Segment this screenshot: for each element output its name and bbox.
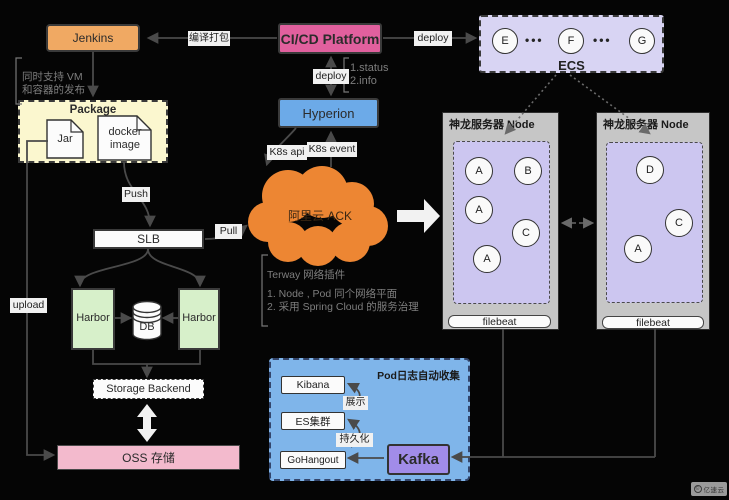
node-box-right: 神龙服务器 Node D C A filebeat — [596, 112, 710, 330]
ecs-box: E ••• F ••• G ECS — [479, 15, 664, 73]
oss-box: OSS 存储 — [57, 445, 240, 470]
hyperion-label: Hyperion — [302, 105, 355, 121]
jar-doc-label: Jar — [57, 133, 73, 145]
slb-label: SLB — [137, 232, 160, 246]
edge-label-persist: 持久化 — [336, 433, 373, 447]
pod-area: A B A C A — [453, 141, 550, 304]
pod-circle: A — [473, 245, 501, 273]
docker-doc-label: docker image — [108, 126, 142, 151]
log-collector-title: Pod日志自动收集 — [377, 370, 460, 382]
oss-label: OSS 存储 — [122, 451, 175, 465]
harbor-label: Harbor — [182, 312, 216, 325]
edge-label-pull: Pull — [215, 224, 242, 239]
edge-label-push: Push — [122, 187, 150, 202]
watermark-text: 亿速云 — [703, 487, 725, 494]
filebeat-bar: filebeat — [448, 315, 551, 328]
vm-note: 和容器的发布 — [22, 84, 85, 96]
terway-note-item: 2. 采用 Spring Cloud 的服务治理 — [267, 301, 419, 313]
harbor-label: Harbor — [76, 312, 110, 325]
vm-note: 同时支持 VM — [22, 71, 83, 83]
ack-cloud-label: 阿里云 ACK — [287, 209, 352, 223]
edge-label-compile: 编译打包 — [188, 31, 230, 46]
log-collector-box: Pod日志自动收集 Kibana ES集群 GoHangout Kafka — [269, 358, 470, 481]
harbor-box-left: Harbor — [71, 288, 115, 350]
gohangout-box: GoHangout — [280, 451, 346, 469]
package-title: Package — [69, 104, 117, 116]
harbor-box-right: Harbor — [178, 288, 220, 350]
pod-circle: B — [514, 157, 542, 185]
edge-label-deploy-ecs: deploy — [414, 31, 452, 46]
node-box-left: 神龙服务器 Node A B A C A filebeat — [442, 112, 559, 330]
db-label: DB — [139, 320, 155, 333]
edge-label-deploy-hyperion: deploy — [313, 69, 349, 84]
ecs-instance: G — [629, 28, 655, 54]
edge-label-display: 展示 — [343, 396, 368, 410]
pod-circle: C — [665, 209, 693, 237]
ecs-instance: E — [492, 28, 518, 54]
node-title: 神龙服务器 Node — [603, 119, 689, 131]
ellipsis: ••• — [593, 33, 612, 47]
ellipsis: ••• — [525, 33, 544, 47]
edge-label-upload: upload — [10, 298, 47, 313]
filebeat-bar: filebeat — [602, 316, 704, 329]
storage-oss-double-arrow — [137, 404, 157, 442]
pod-circle: A — [465, 196, 493, 224]
ecs-instance: F — [558, 28, 584, 54]
watermark-badge: © 亿速云 — [691, 482, 727, 496]
hyperion-box: Hyperion — [278, 98, 379, 128]
jenkins-label: Jenkins — [72, 31, 114, 45]
status-note: 1.status — [350, 62, 389, 74]
ecs-label: ECS — [558, 58, 585, 73]
cicd-platform-label: CI/CD Platform — [280, 30, 380, 47]
pod-area: D C A — [606, 142, 703, 303]
slb-box: SLB — [93, 229, 204, 249]
pod-circle: A — [624, 235, 652, 263]
edge-label-k8s-api: K8s api — [267, 145, 307, 160]
terway-note-item: 1. Node , Pod 同个网络平面 — [267, 288, 398, 300]
status-note: 2.info — [350, 75, 377, 87]
node-title: 神龙服务器 Node — [449, 119, 535, 131]
edge-label-k8s-event: K8s event — [307, 142, 357, 157]
pod-circle: A — [465, 157, 493, 185]
cicd-platform-box: CI/CD Platform — [278, 23, 382, 54]
watermark-logo-icon: © — [693, 485, 702, 493]
pod-circle: D — [636, 156, 664, 184]
kibana-box: Kibana — [281, 376, 345, 394]
storage-backend-label: Storage Backend — [106, 383, 191, 395]
storage-backend-box: Storage Backend — [93, 379, 204, 399]
pod-circle: C — [512, 219, 540, 247]
terway-note-title: Terway 网络插件 — [267, 269, 346, 281]
kafka-label: Kafka — [398, 451, 439, 468]
cloud-to-node-arrow — [397, 199, 440, 233]
es-cluster-box: ES集群 — [281, 412, 345, 430]
kafka-box: Kafka — [387, 444, 450, 475]
jenkins-box: Jenkins — [46, 24, 140, 52]
